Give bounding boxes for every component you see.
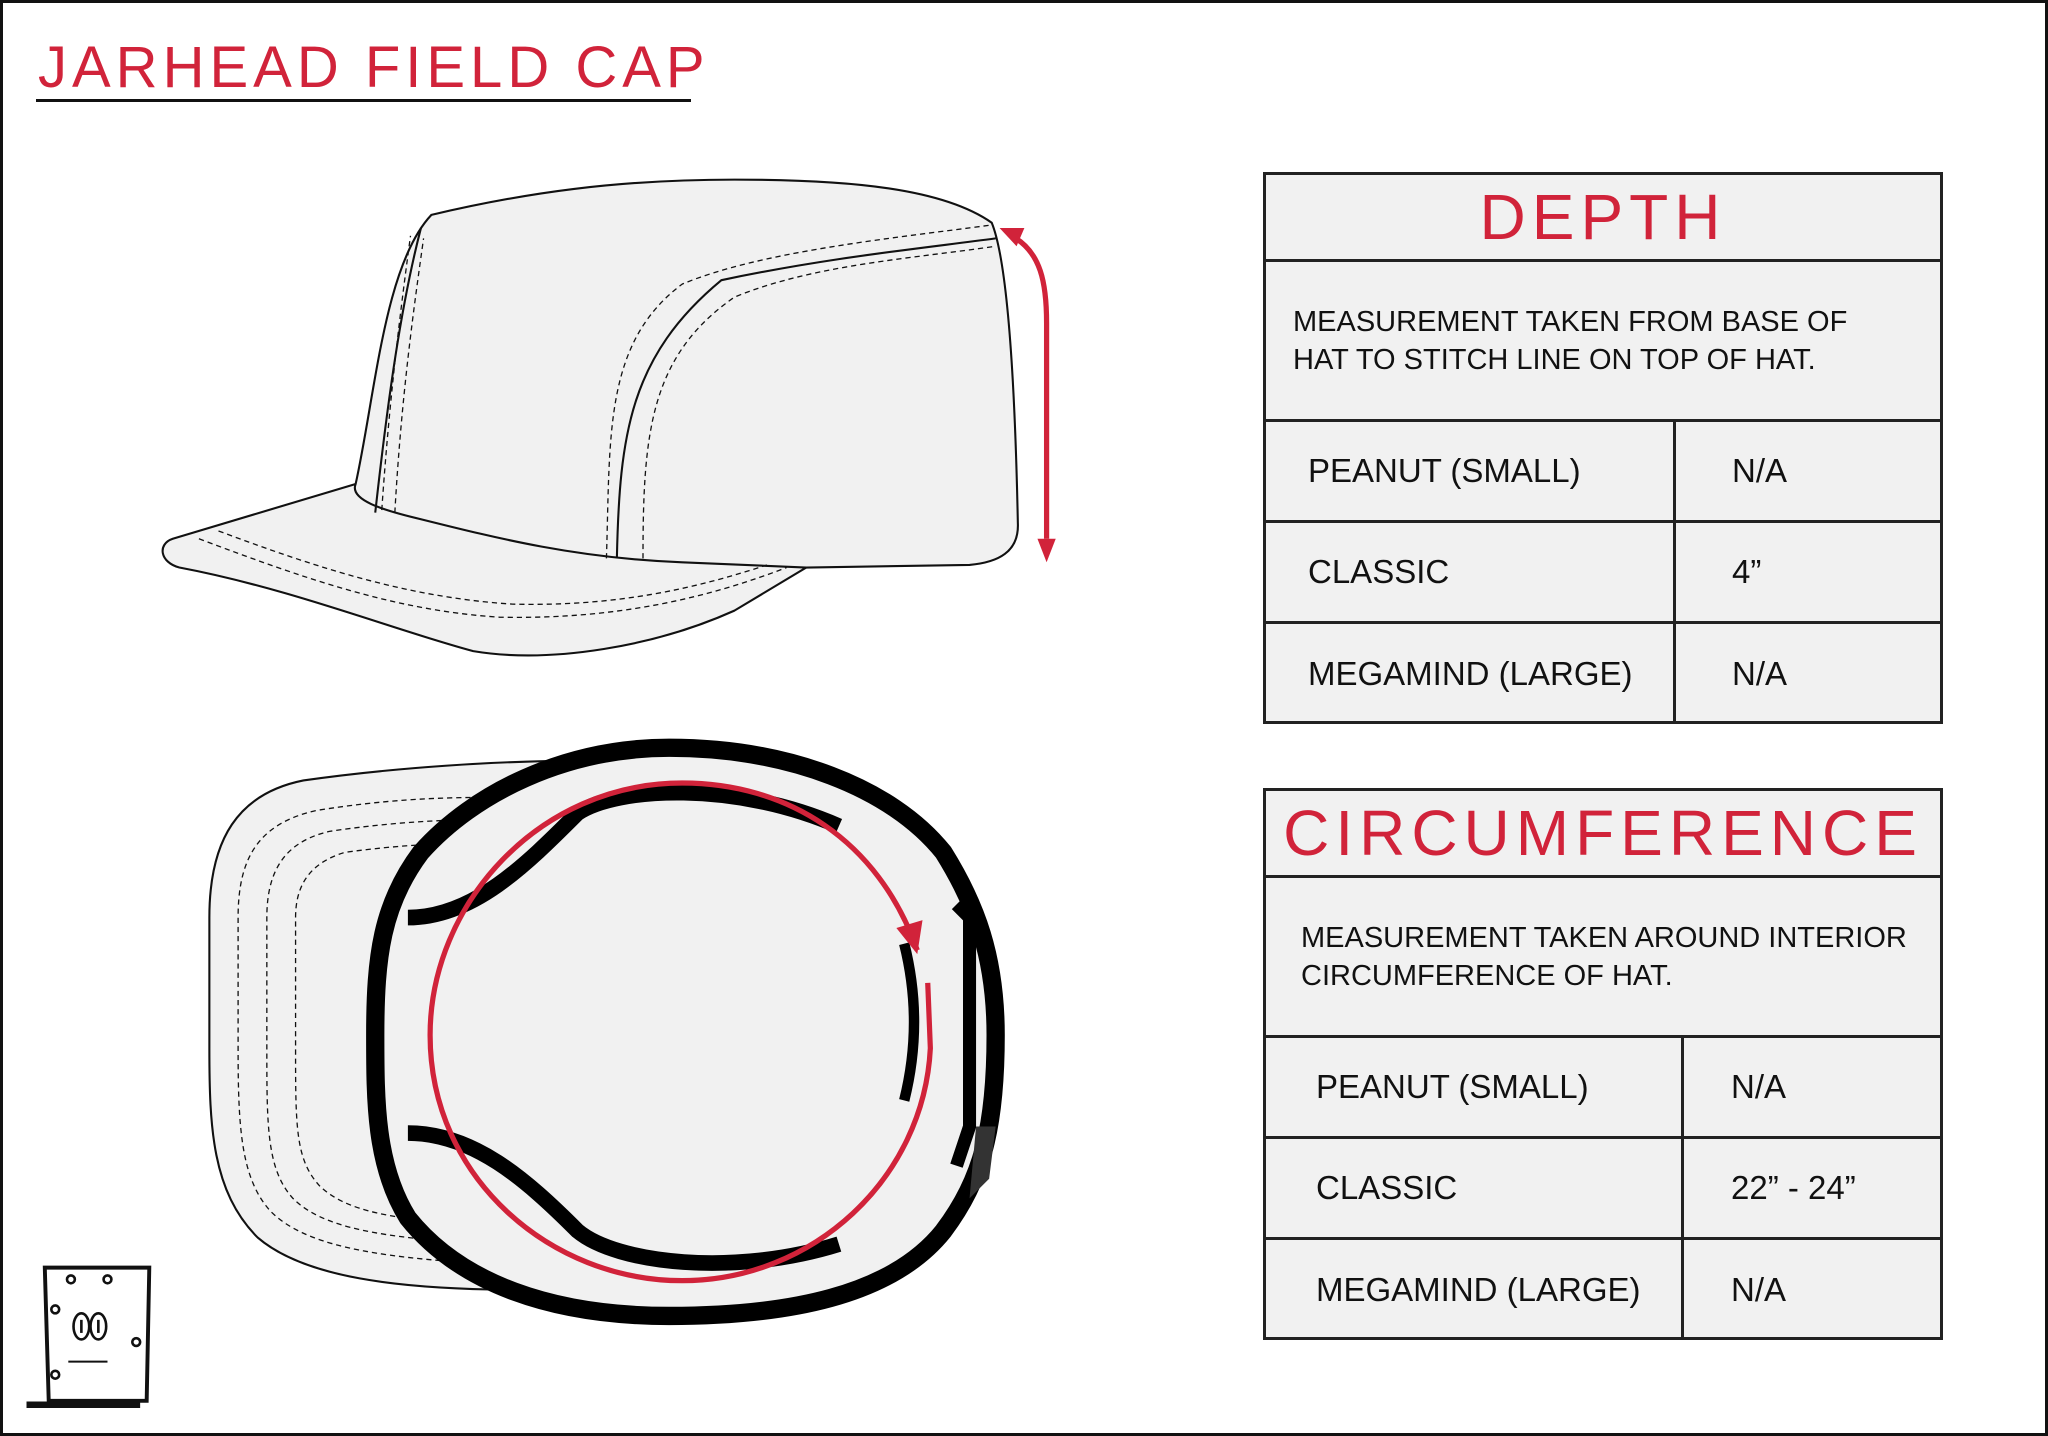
size-label: CLASSIC	[1308, 553, 1450, 590]
table-row: PEANUT (SMALL) N/A	[1266, 1038, 1940, 1139]
description-line: MEASUREMENT TAKEN AROUND INTERIOR	[1301, 921, 1907, 954]
size-value: N/A	[1731, 1271, 1787, 1308]
description-line: MEASUREMENT TAKEN FROM BASE OF	[1293, 305, 1848, 338]
size-value: N/A	[1732, 452, 1788, 489]
page-title: JARHEAD FIELD CAP	[38, 35, 710, 100]
depth-arrow-icon	[999, 227, 1056, 563]
circumference-description: MEASUREMENT TAKEN AROUND INTERIOR CIRCUMF…	[1266, 878, 1940, 1038]
depth-description: MEASUREMENT TAKEN FROM BASE OF HAT TO STI…	[1266, 262, 1940, 422]
size-label: PEANUT (SMALL)	[1316, 1068, 1589, 1105]
description-line: CIRCUMFERENCE OF HAT.	[1301, 959, 1673, 992]
table-row: PEANUT (SMALL) N/A	[1266, 422, 1940, 523]
size-value: N/A	[1732, 655, 1788, 692]
size-label: MEGAMIND (LARGE)	[1308, 655, 1633, 692]
circumference-heading: CIRCUMFERENCE	[1266, 791, 1940, 878]
cap-top-view	[208, 738, 1005, 1326]
size-label: PEANUT (SMALL)	[1308, 452, 1581, 489]
cap-side-view	[161, 178, 1019, 657]
column-divider	[1681, 1038, 1684, 1337]
size-label: MEGAMIND (LARGE)	[1316, 1271, 1641, 1308]
size-label: CLASSIC	[1316, 1169, 1458, 1206]
table-row: MEGAMIND (LARGE) N/A	[1266, 624, 1940, 724]
table-row: CLASSIC 22” - 24”	[1266, 1139, 1940, 1240]
depth-table: DEPTH MEASUREMENT TAKEN FROM BASE OF HAT …	[1263, 172, 1943, 724]
size-value: 4”	[1732, 553, 1762, 590]
title-underline	[36, 99, 691, 102]
description-line: HAT TO STITCH LINE ON TOP OF HAT.	[1293, 343, 1816, 376]
column-divider	[1673, 422, 1676, 721]
hand-drawn-face-logo	[26, 1265, 152, 1409]
circumference-arrow-icon	[427, 780, 933, 1284]
size-value: N/A	[1731, 1068, 1787, 1105]
circumference-table: CIRCUMFERENCE MEASUREMENT TAKEN AROUND I…	[1263, 788, 1943, 1340]
size-value: 22” - 24”	[1731, 1169, 1856, 1206]
depth-heading: DEPTH	[1266, 175, 1940, 262]
table-row: MEGAMIND (LARGE) N/A	[1266, 1240, 1940, 1340]
cap-illustrations	[26, 178, 1056, 1409]
table-row: CLASSIC 4”	[1266, 523, 1940, 624]
